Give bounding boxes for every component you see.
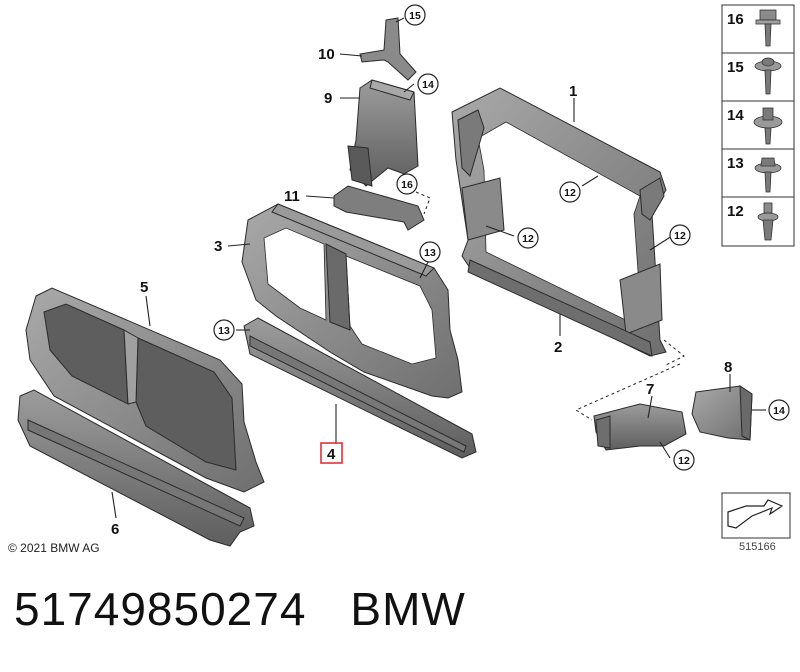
circled-callout-14: 14 bbox=[417, 73, 439, 95]
callout-2: 2 bbox=[554, 339, 562, 356]
callout-4: 4 bbox=[327, 446, 336, 463]
callout-6: 6 bbox=[111, 521, 119, 538]
svg-text:15: 15 bbox=[409, 10, 421, 22]
legend-row-16: 16 bbox=[727, 9, 781, 47]
callout-labels: 1 2 3 4 5 6 7 8 9 10 11 bbox=[111, 46, 732, 538]
legend-row-13: 13 bbox=[727, 155, 782, 193]
callout-4-highlight bbox=[320, 442, 343, 464]
brand-name: BMW bbox=[350, 583, 466, 635]
part-10-bracket bbox=[359, 17, 417, 81]
callout-5: 5 bbox=[140, 279, 148, 296]
washer-screw-icon bbox=[753, 107, 783, 145]
collar-screw-icon bbox=[754, 57, 782, 95]
part-11-bracket bbox=[333, 185, 425, 231]
callout-10: 10 bbox=[318, 46, 335, 63]
svg-text:12: 12 bbox=[678, 455, 690, 467]
copyright-text: © 2021 BMW AG bbox=[8, 541, 100, 555]
circled-callout-13: 13 bbox=[419, 241, 441, 263]
legend-number-12: 12 bbox=[727, 203, 744, 220]
svg-text:14: 14 bbox=[773, 405, 785, 417]
hex-collar-screw-icon bbox=[754, 157, 782, 193]
part-9-air-duct bbox=[347, 79, 419, 187]
circled-callout-12: 12 bbox=[669, 224, 691, 246]
legend-row-15: 15 bbox=[727, 57, 782, 95]
circled-callout-12: 12 bbox=[559, 181, 581, 203]
svg-text:14: 14 bbox=[422, 79, 434, 91]
part-3-grille-carrier bbox=[241, 203, 463, 399]
legend-row-14: 14 bbox=[727, 107, 783, 145]
callout-1: 1 bbox=[569, 83, 577, 100]
expanding-rivet-icon bbox=[757, 202, 779, 241]
direction-arrow-icon bbox=[727, 499, 784, 529]
part-5-kidney-grille bbox=[25, 287, 265, 493]
legend-number-13: 13 bbox=[727, 155, 744, 172]
circled-callout-13: 13 bbox=[213, 319, 235, 341]
circled-callout-15: 15 bbox=[404, 4, 426, 26]
leader-lines bbox=[111, 17, 766, 519]
circled-callout-12: 12 bbox=[517, 227, 539, 249]
footer-caption: 51749850274 BMW bbox=[14, 582, 510, 636]
part-7-duct bbox=[593, 403, 687, 451]
circled-callouts: 15 14 16 12 12 12 13 13 bbox=[213, 4, 790, 471]
legend-row-12: 12 bbox=[727, 202, 779, 241]
svg-text:13: 13 bbox=[424, 247, 436, 259]
callout-7: 7 bbox=[646, 381, 654, 398]
circled-callout-16: 16 bbox=[396, 173, 418, 195]
svg-text:13: 13 bbox=[218, 325, 230, 337]
callout-3: 3 bbox=[214, 238, 222, 255]
circled-callout-14: 14 bbox=[768, 399, 790, 421]
part-number: 51749850274 bbox=[14, 583, 307, 635]
legend-number-16: 16 bbox=[727, 11, 744, 28]
callout-11: 11 bbox=[284, 188, 300, 205]
orientation-arrow-box bbox=[721, 492, 791, 539]
part-8-duct bbox=[691, 385, 753, 441]
svg-text:16: 16 bbox=[401, 179, 413, 191]
flange-bolt-icon bbox=[755, 9, 781, 47]
svg-text:12: 12 bbox=[674, 230, 686, 242]
svg-text:12: 12 bbox=[564, 187, 576, 199]
part-1-frame bbox=[451, 87, 667, 357]
legend-number-15: 15 bbox=[727, 59, 744, 76]
callout-8: 8 bbox=[724, 359, 732, 376]
diagram-id: 515166 bbox=[739, 541, 776, 553]
circled-callout-12: 12 bbox=[673, 449, 695, 471]
svg-text:12: 12 bbox=[522, 233, 534, 245]
part-4-air-guide bbox=[243, 317, 477, 459]
fastener-legend: 16 15 14 13 bbox=[721, 4, 795, 247]
legend-number-14: 14 bbox=[727, 107, 744, 124]
part-6-lower-air-guide bbox=[17, 389, 255, 547]
callout-9: 9 bbox=[324, 90, 332, 107]
